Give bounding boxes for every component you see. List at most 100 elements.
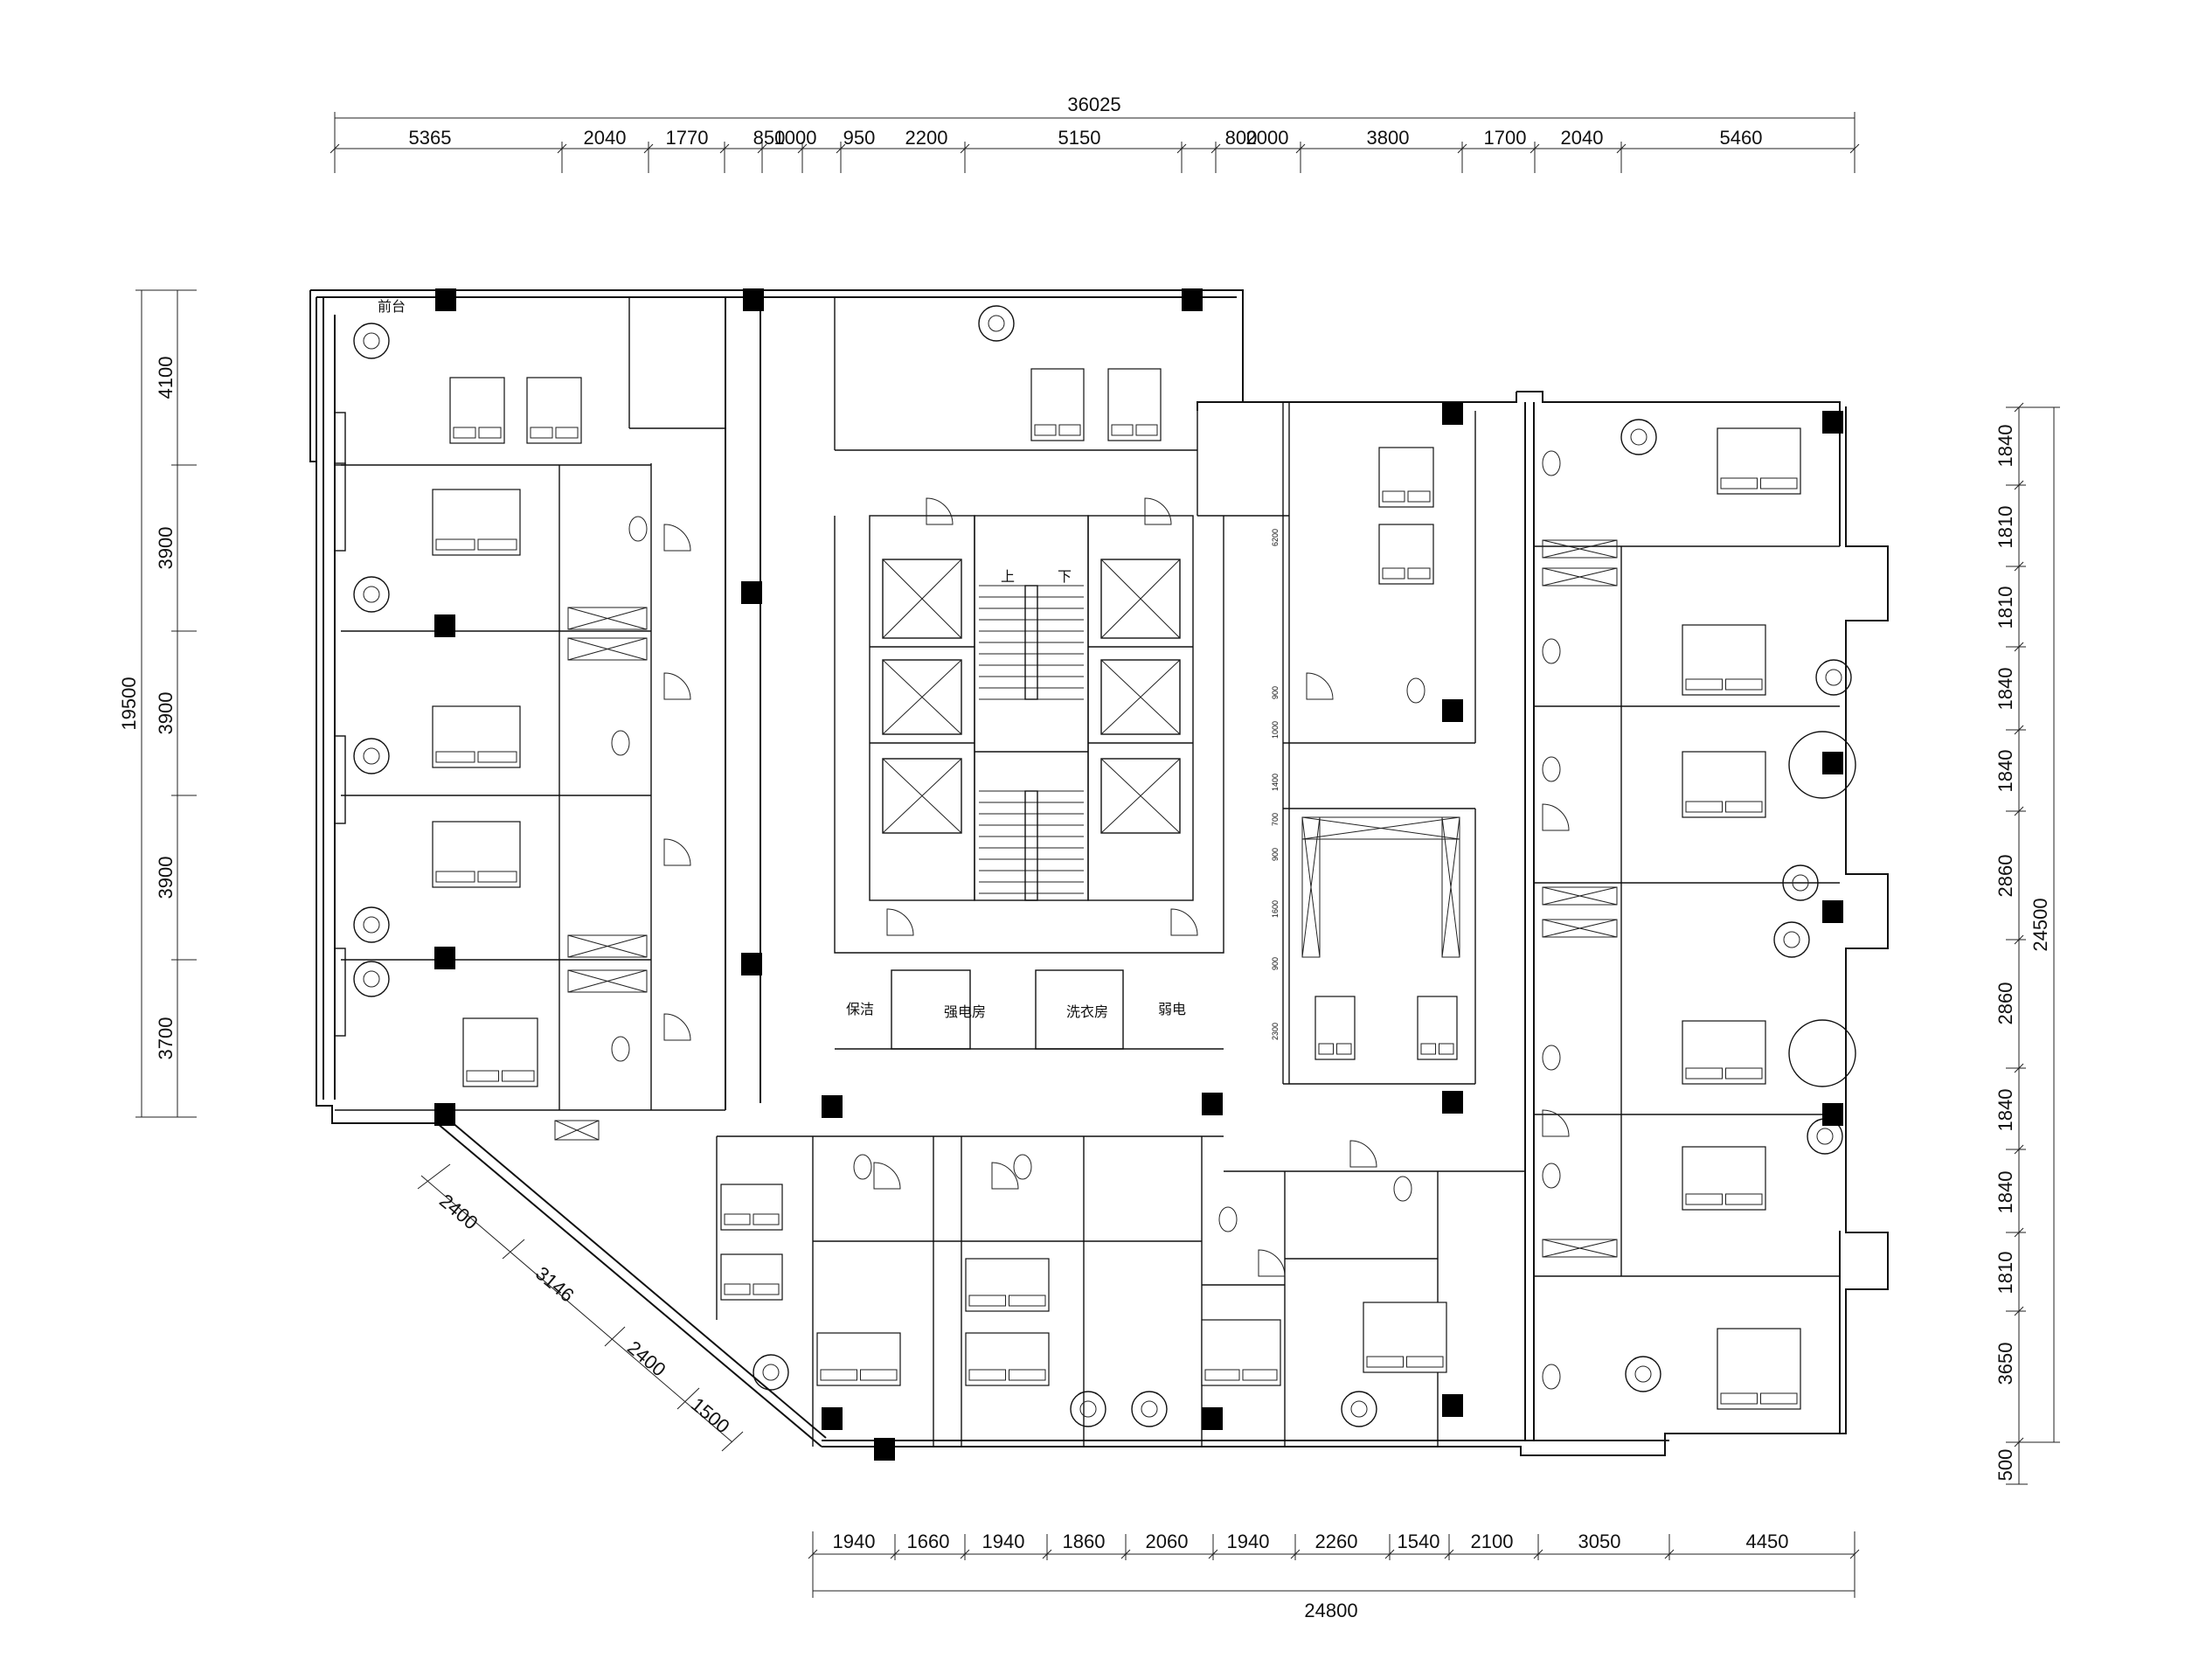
door-swing — [663, 524, 691, 552]
door-swing — [1349, 1140, 1377, 1168]
wardrobe — [567, 607, 648, 630]
bed — [816, 1332, 901, 1386]
right-dim-8: 1840 — [1994, 1089, 2016, 1132]
toilet — [1542, 1045, 1561, 1071]
top-dim-9: 800 — [1225, 127, 1258, 149]
wardrobe-cross — [1542, 919, 1618, 938]
pillow — [1685, 1193, 1723, 1205]
pillow — [1242, 1369, 1278, 1381]
table-top — [1630, 428, 1647, 446]
round-table — [1773, 921, 1810, 958]
pillow — [477, 871, 517, 883]
bed — [462, 1017, 538, 1087]
bed — [432, 821, 521, 888]
wardrobe-cross — [1542, 886, 1618, 906]
inner-dimensions: 6200 900 1000 1400 700 900 1600 900 2300 — [1271, 529, 1280, 1040]
toilet — [1542, 1163, 1561, 1189]
dim-tick-slash — [1457, 143, 1467, 154]
room-labels: 前台 保洁 强电房 洗衣房 弱电 — [378, 299, 1186, 1020]
dim-tick-slash — [2014, 1437, 2024, 1447]
right-dim-6: 2860 — [1994, 855, 2016, 898]
top-dim-4: 850 — [753, 127, 786, 149]
structural-column — [1822, 1103, 1843, 1126]
door-swing — [873, 1162, 901, 1190]
structural-column — [741, 953, 762, 975]
round-table — [353, 323, 390, 359]
bed — [1717, 427, 1801, 495]
toilet — [611, 730, 630, 756]
pillow — [1685, 801, 1723, 813]
elevator-core: 上 下 — [882, 559, 1181, 901]
diagonal-dimension-chain: 2400 3146 2400 1500 — [417, 1163, 744, 1452]
interior-walls — [335, 297, 1840, 1447]
right-dim-1: 1840 — [1994, 425, 2016, 468]
wardrobe — [1542, 886, 1618, 906]
round-table — [978, 305, 1015, 342]
bed — [1363, 1302, 1447, 1373]
pillow — [1135, 424, 1158, 436]
bed — [1378, 447, 1434, 508]
pillow — [860, 1369, 898, 1381]
pillow — [466, 1070, 499, 1082]
bottom-dim-3: 1940 — [982, 1531, 1025, 1552]
table-top — [363, 916, 380, 934]
wardrobe-cross — [567, 607, 648, 630]
right-dim-10: 1810 — [1994, 1252, 2016, 1295]
right-dim-5: 1840 — [1994, 750, 2016, 793]
left-total-dim: 19500 — [118, 677, 140, 730]
toilet — [611, 1036, 630, 1062]
dim-tick-slash — [1533, 1549, 1543, 1559]
pillow — [1009, 1369, 1046, 1381]
structural-column — [1442, 402, 1463, 425]
pillow — [1406, 1356, 1444, 1368]
right-dim-9: 1840 — [1994, 1171, 2016, 1214]
dim-tick-slash — [2014, 1227, 2024, 1238]
toilet — [1218, 1206, 1238, 1232]
pillow — [1720, 1392, 1758, 1405]
bed — [1717, 1328, 1801, 1410]
dim-tick-slash — [1176, 143, 1187, 154]
dim-tick-slash — [329, 143, 340, 154]
round-table — [353, 961, 390, 997]
right-dim-2: 1810 — [1994, 506, 2016, 549]
stair-down-label: 下 — [1058, 570, 1072, 585]
bottom-dim-9: 2100 — [1471, 1531, 1514, 1552]
toilet — [853, 1154, 872, 1180]
structural-column — [1822, 411, 1843, 434]
inner-dim-7: 1600 — [1271, 900, 1280, 918]
dim-tick-slash — [1042, 1549, 1052, 1559]
wardrobe — [554, 1120, 600, 1141]
bottom-dim-7: 2260 — [1315, 1531, 1358, 1552]
bed — [1314, 996, 1356, 1060]
diag-dim-4: 1500 — [687, 1393, 734, 1438]
toilet — [628, 516, 648, 542]
pillow — [1725, 1067, 1763, 1080]
pillow — [1725, 1193, 1763, 1205]
round-table — [1815, 659, 1852, 696]
round-table — [353, 738, 390, 774]
inner-dim-3: 1000 — [1271, 721, 1280, 739]
table-top — [1350, 1400, 1368, 1418]
wardrobe — [1441, 816, 1460, 958]
inner-dim-2: 900 — [1271, 686, 1280, 699]
wardrobe-cross — [1301, 816, 1460, 840]
bed — [1201, 1319, 1281, 1386]
structural-column — [1442, 1091, 1463, 1114]
structural-column — [435, 288, 456, 311]
dim-tick-slash — [643, 143, 654, 154]
diag-dim-1: 2400 — [435, 1190, 482, 1234]
door-swing — [1170, 908, 1198, 936]
toilet — [1393, 1176, 1412, 1202]
round-table — [753, 1354, 789, 1391]
table-top — [1792, 874, 1809, 892]
bed — [526, 377, 582, 444]
left-dim-4: 3900 — [155, 857, 177, 899]
pillow — [1382, 567, 1405, 580]
dim-tick-slash — [1208, 1549, 1218, 1559]
top-total-dim: 36025 — [1067, 94, 1120, 115]
table-top — [1783, 931, 1800, 948]
inner-dim-9: 2300 — [1271, 1023, 1280, 1040]
wardrobe — [1542, 539, 1618, 559]
bed — [432, 705, 521, 768]
wardrobe-cross — [1542, 539, 1618, 559]
